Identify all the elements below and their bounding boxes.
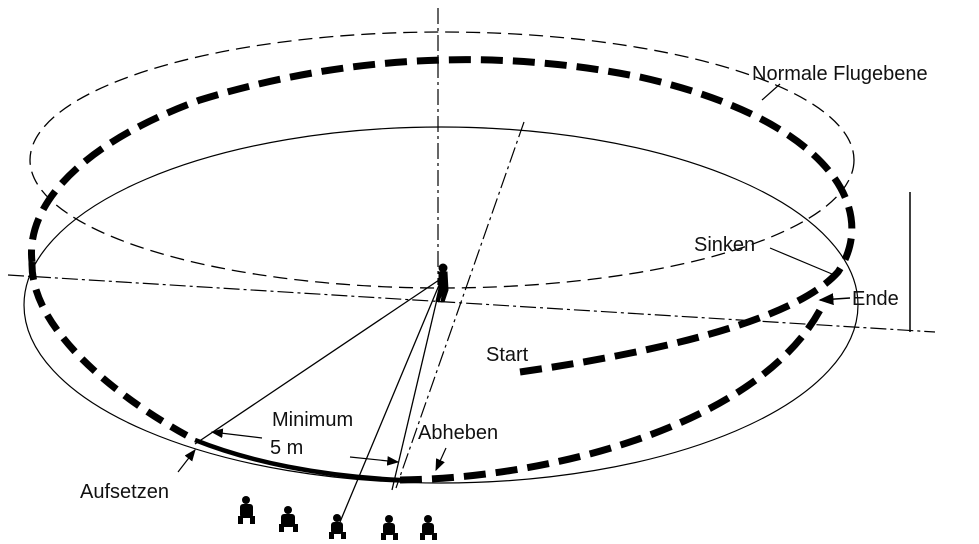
- label-end: Ende: [852, 288, 899, 310]
- leader-touchdown: [177, 449, 196, 473]
- control-line-to-spectators: [339, 277, 443, 523]
- leader-end: [818, 293, 851, 306]
- ground-circle-ellipse: [23, 126, 859, 484]
- minimum-arrow-left: [210, 428, 263, 439]
- control-line-to-touchdown: [194, 277, 443, 445]
- control-line-to-liftoff: [391, 277, 443, 491]
- label-touchdown: Aufsetzen: [80, 481, 169, 503]
- label-lift-off: Abheben: [418, 422, 499, 444]
- flight-path-lower-right: [399, 298, 829, 484]
- leader-sinking: [769, 247, 833, 275]
- label-start: Start: [486, 344, 529, 366]
- spectator-icon: [238, 496, 255, 524]
- spectator-icon: [381, 515, 398, 540]
- horizontal-axis: [7, 274, 936, 333]
- spectator-icon: [329, 514, 346, 539]
- spectator-icon: [279, 506, 298, 532]
- spectator-icon: [420, 515, 437, 540]
- diagonal-axis: [395, 121, 525, 489]
- minimum-arrow-right: [349, 456, 400, 466]
- pilot-figure-icon: [435, 263, 449, 303]
- flight-path-lower: [28, 261, 197, 444]
- label-five-m: 5 m: [270, 437, 304, 459]
- label-normal-flight-plane: Normale Flugebene: [752, 63, 928, 85]
- leader-lift-off: [435, 447, 447, 472]
- leader-normal-plane: [761, 83, 781, 101]
- ground-contact-segment: [194, 437, 401, 483]
- label-minimum: Minimum: [272, 409, 354, 431]
- label-sinking: Sinken: [694, 234, 756, 256]
- flight-path-upper: [28, 56, 856, 376]
